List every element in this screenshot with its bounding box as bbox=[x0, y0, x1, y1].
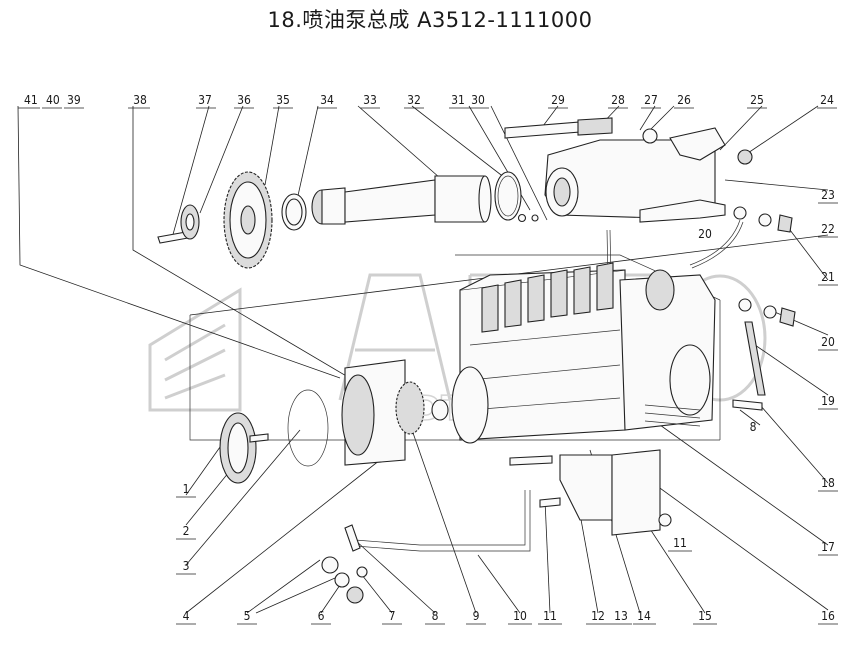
callout-15: 15 bbox=[698, 609, 712, 623]
callout-2: 2 bbox=[183, 524, 190, 538]
callout-13: 13 bbox=[614, 609, 628, 623]
callout-38: 38 bbox=[133, 93, 147, 107]
callout-9: 9 bbox=[473, 609, 480, 623]
callout-underlines bbox=[176, 202, 838, 625]
callout-39: 39 bbox=[67, 93, 81, 107]
callout-18: 18 bbox=[821, 476, 835, 490]
page-title: 18.喷油泵总成 A3512-1111000 bbox=[267, 8, 593, 32]
callout-20-lower: 20 bbox=[821, 335, 835, 349]
callout-32: 32 bbox=[407, 93, 421, 107]
callout-3: 3 bbox=[183, 559, 190, 573]
callout-12: 12 bbox=[591, 609, 605, 623]
callout-16: 16 bbox=[821, 609, 835, 623]
callout-22: 22 bbox=[821, 222, 835, 236]
callout-21: 21 bbox=[821, 270, 835, 284]
parts-artwork bbox=[157, 117, 796, 604]
callout-17: 17 bbox=[821, 540, 835, 554]
callout-27: 27 bbox=[644, 93, 658, 107]
callout-41: 41 bbox=[24, 93, 38, 107]
callout-33: 33 bbox=[363, 93, 377, 107]
callout-25: 25 bbox=[750, 93, 764, 107]
callout-35: 35 bbox=[276, 93, 290, 107]
callout-29: 29 bbox=[551, 93, 565, 107]
callout-36: 36 bbox=[237, 93, 251, 107]
callouts-right: 23 22 21 20 20 19 18 17 16 bbox=[698, 188, 835, 623]
callout-31: 31 bbox=[451, 93, 465, 107]
callout-23: 23 bbox=[821, 188, 835, 202]
callouts-bottom: 1 2 3 4 5 6 7 8 9 10 11 12 13 14 15 8 11 bbox=[183, 420, 757, 623]
leader-lines bbox=[17, 105, 829, 614]
callout-11-right: 11 bbox=[673, 536, 687, 550]
callout-34: 34 bbox=[320, 93, 334, 107]
callout-24: 24 bbox=[820, 93, 834, 107]
callout-6: 6 bbox=[318, 609, 325, 623]
callout-10: 10 bbox=[513, 609, 527, 623]
callout-40: 40 bbox=[46, 93, 60, 107]
callout-8-right: 8 bbox=[750, 420, 757, 434]
callout-28: 28 bbox=[611, 93, 625, 107]
callout-4: 4 bbox=[183, 609, 190, 623]
callout-7: 7 bbox=[389, 609, 396, 623]
callout-1: 1 bbox=[183, 482, 190, 496]
callout-30: 30 bbox=[471, 93, 485, 107]
callout-5: 5 bbox=[244, 609, 251, 623]
callout-14: 14 bbox=[637, 609, 651, 623]
callout-20-upper: 20 bbox=[698, 227, 712, 241]
callout-26: 26 bbox=[677, 93, 691, 107]
callouts-top: 41 40 39 38 37 36 35 34 33 32 31 30 29 2… bbox=[24, 93, 834, 107]
callout-8-bottom: 8 bbox=[432, 609, 439, 623]
callout-19: 19 bbox=[821, 394, 835, 408]
callout-37: 37 bbox=[198, 93, 212, 107]
callout-11-bottom: 11 bbox=[543, 609, 557, 623]
